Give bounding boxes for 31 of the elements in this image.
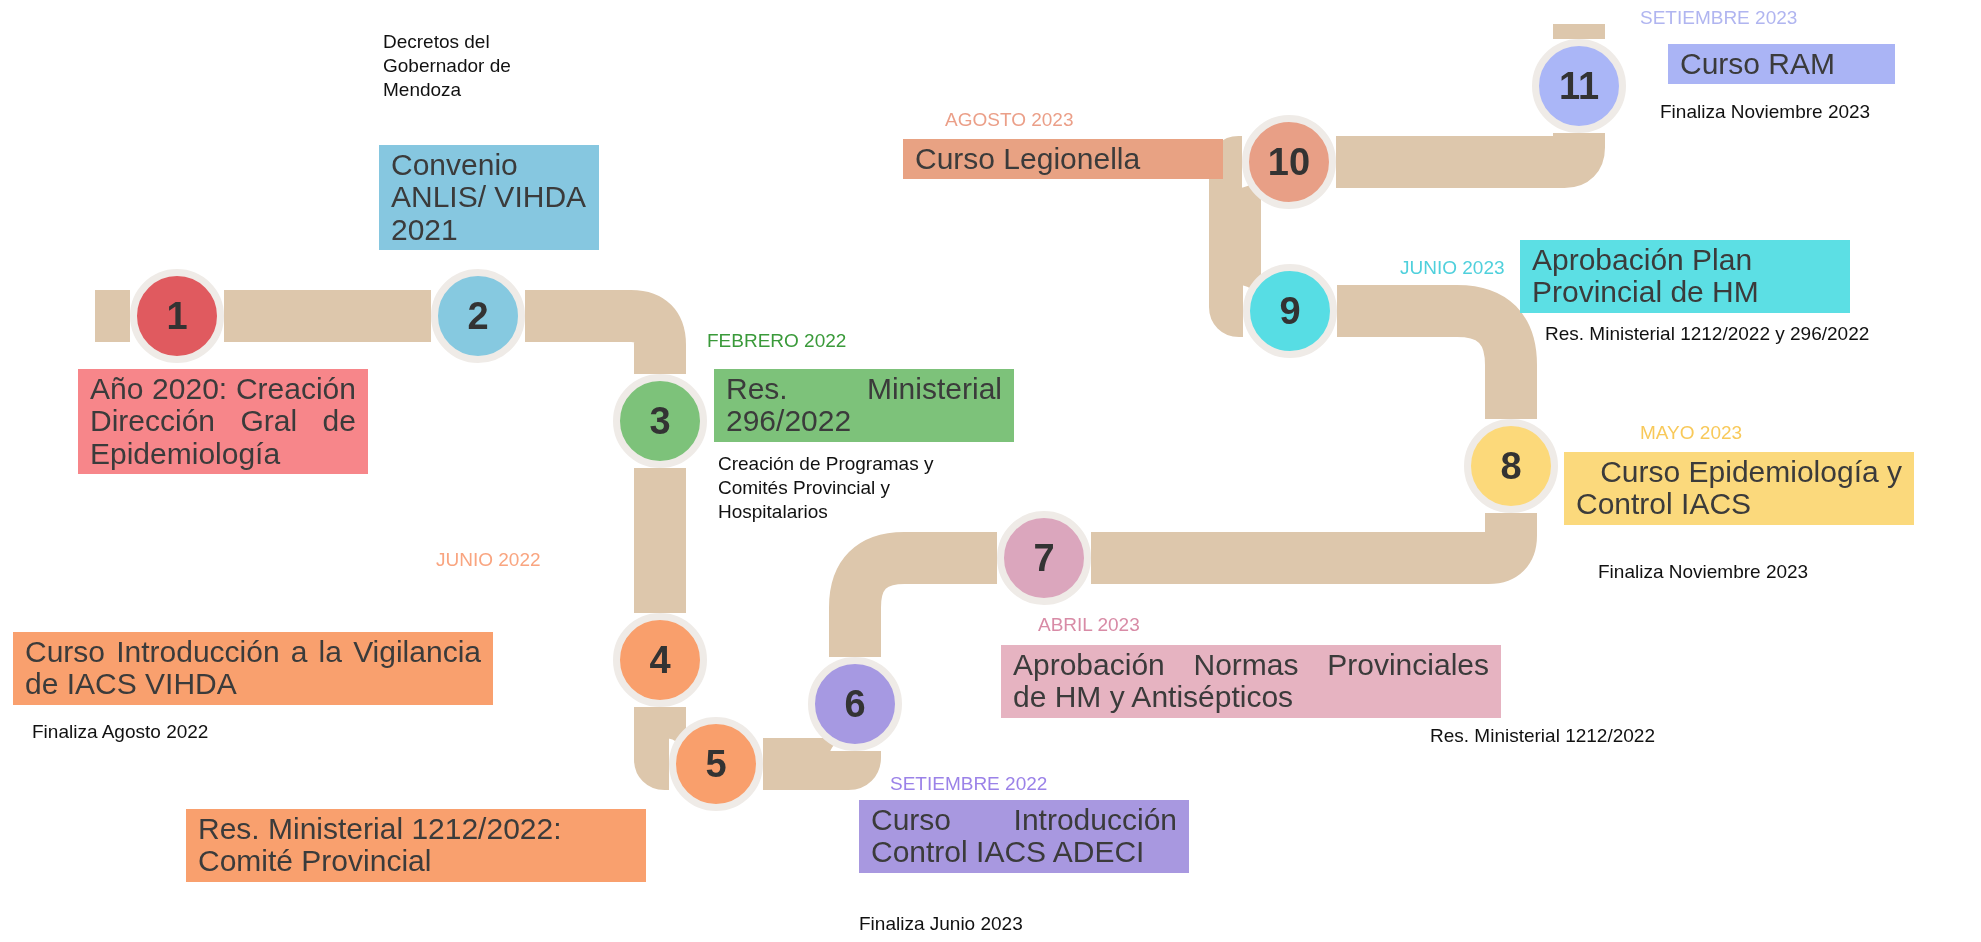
milestone-note: Finaliza Noviembre 2023 — [1660, 100, 1872, 124]
road-segment — [95, 290, 130, 342]
milestone-box: Aprobación Plan Provincial de HM — [1520, 240, 1850, 313]
milestone-date: AGOSTO 2023 — [945, 108, 1075, 132]
milestone-date: SETIEMBRE 2022 — [890, 772, 1049, 796]
milestone-box: Curso Legionella — [903, 139, 1223, 180]
milestone-box: Res. Ministerial 1212/2022: Comité Provincial — [186, 809, 646, 882]
milestone-box: Curso RAM — [1668, 44, 1895, 85]
road-segment — [634, 468, 686, 613]
road-segment — [1553, 24, 1605, 39]
road-segment — [224, 290, 431, 342]
milestone-date: JUNIO 2022 — [436, 548, 542, 572]
milestone-note: Decretos del Gobernador de Mendoza — [383, 30, 512, 102]
milestone-box: Res. Ministerial 296/2022 — [714, 369, 1014, 442]
milestone-date: MAYO 2023 — [1640, 421, 1744, 445]
milestone-note: Finaliza Junio 2023 — [859, 912, 1024, 936]
milestone-note: Finaliza Agosto 2022 — [32, 720, 210, 744]
milestone-note: Res. Ministerial 1212/2022 — [1430, 724, 1656, 748]
milestone-box: Año 2020: Creación Dirección Gral de Epidemiología — [78, 369, 368, 475]
milestone-box: Convenio ANLIS/ VIHDA 2021 — [379, 145, 599, 251]
milestone-note: Creación de Programas y Comités Provincial y Hospitalarios — [718, 452, 935, 524]
milestone-note: Res. Ministerial 1212/2022 y 296/2022 — [1545, 322, 1871, 346]
milestone-box: Curso Introducción Control IACS ADECI — [859, 800, 1189, 873]
milestone-note: Finaliza Noviembre 2023 — [1598, 560, 1810, 584]
milestone-date: ABRIL 2023 — [1038, 613, 1141, 637]
milestone-date: FEBRERO 2022 — [707, 329, 848, 353]
milestone-date: SETIEMBRE 2023 — [1640, 6, 1799, 30]
milestone-date: JUNIO 2023 — [1400, 256, 1506, 280]
milestone-box: Aprobación Normas Provinciales de HM y Antisépticos — [1001, 645, 1501, 718]
milestone-box: Curso Epidemiología y Control IACS — [1564, 452, 1914, 525]
milestone-box: Curso Introducción a la Vigilancia de IACS VIHDA — [13, 632, 493, 705]
